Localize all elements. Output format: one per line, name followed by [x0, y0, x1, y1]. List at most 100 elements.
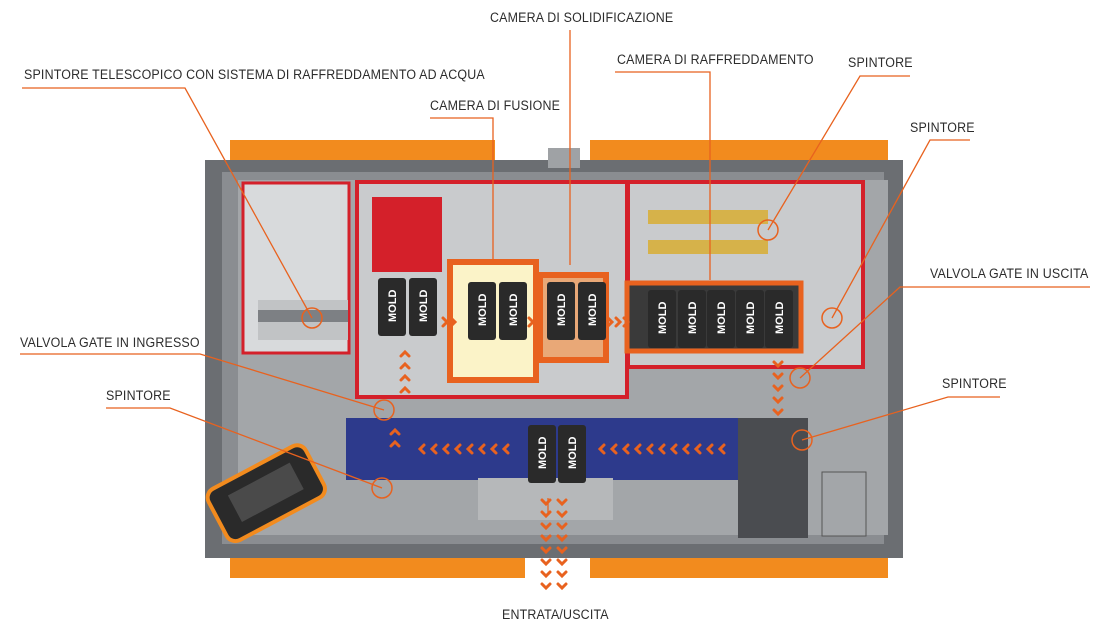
- mold-block: [578, 282, 606, 340]
- label-pusher-top-right: SPINTORE: [848, 55, 913, 70]
- mold-block: [558, 425, 586, 483]
- leader-lines: [20, 30, 1090, 514]
- marker-telescopic: [301, 307, 323, 329]
- mold-label: MOLD: [537, 437, 549, 469]
- flow-chevron: [597, 443, 606, 455]
- mold-label: MOLD: [387, 290, 399, 322]
- top-center-housing: [548, 148, 580, 168]
- star-markers: [301, 219, 843, 499]
- label-cooling-chamber: CAMERA DI RAFFREDDAMENTO: [617, 52, 814, 67]
- flow-chevron: [527, 316, 536, 328]
- flow-chevron: [556, 570, 568, 579]
- flow-chevron: [772, 408, 784, 417]
- label-melting-chamber: CAMERA DI FUSIONE: [430, 98, 561, 113]
- mold-label: MOLD: [657, 302, 669, 334]
- flow-chevron: [540, 582, 552, 591]
- flow-chevron: [540, 510, 552, 519]
- label-telescopic-pusher: SPINTORE TELESCOPICO CON SISTEMA DI RAFF…: [24, 67, 485, 82]
- label-solidification-chamber: CAMERA DI SOLIDIFICAZIONE: [490, 10, 674, 25]
- flow-chevron: [556, 546, 568, 555]
- mold-block: [409, 278, 437, 336]
- mold-label: MOLD: [687, 302, 699, 334]
- cooling-manifold-1: [648, 210, 768, 224]
- flow-chevron: [657, 443, 666, 455]
- marker-gate-in: [373, 399, 395, 421]
- flow-chevron: [681, 443, 690, 455]
- flow-chevron: [609, 443, 618, 455]
- flow-chevron: [556, 558, 568, 567]
- flow-chevron: [556, 582, 568, 591]
- mold-block: [678, 290, 706, 348]
- flow-chevron: [429, 443, 438, 455]
- flow-chevron: [399, 385, 411, 394]
- flow-chevron: [556, 534, 568, 543]
- mold-block: [499, 282, 527, 340]
- marker-pusher-lower: [791, 429, 813, 451]
- flow-chevron: [441, 316, 450, 328]
- flow-chevron: [399, 361, 411, 370]
- flow-chevron: [389, 427, 401, 436]
- flow-chevron: [540, 546, 552, 555]
- flow-chevron: [501, 443, 510, 455]
- red-block: [372, 197, 442, 272]
- mold-block: [528, 425, 556, 483]
- flow-arrows: [389, 316, 784, 591]
- flow-chevron: [477, 443, 486, 455]
- flow-chevron: [772, 384, 784, 393]
- flow-chevron: [772, 372, 784, 381]
- mold-block: [547, 282, 575, 340]
- flow-chevron: [389, 439, 401, 448]
- flow-chevron: [622, 316, 631, 328]
- label-entry-exit: ENTRATA/USCITA: [502, 607, 609, 622]
- flow-chevron: [417, 443, 426, 455]
- marker-pusher-left: [371, 477, 393, 499]
- flow-chevron: [621, 443, 630, 455]
- label-pusher-lower-right: SPINTORE: [942, 376, 1007, 391]
- label-pusher-right: SPINTORE: [910, 120, 975, 135]
- marker-gate-out: [789, 367, 811, 389]
- flow-chevron: [465, 443, 474, 455]
- mold-label: MOLD: [477, 294, 489, 326]
- flow-chevron: [606, 316, 615, 328]
- flow-chevron: [705, 443, 714, 455]
- flow-chevron: [772, 396, 784, 405]
- flow-chevron: [633, 443, 642, 455]
- conveyor-right-frame: [738, 418, 808, 538]
- flow-chevron: [772, 360, 784, 369]
- mold-block: [765, 290, 793, 348]
- entry-plate: [478, 478, 613, 520]
- flow-chevron: [441, 443, 450, 455]
- mold-label: MOLD: [774, 302, 786, 334]
- mold-block: [707, 290, 735, 348]
- mold-block: [468, 282, 496, 340]
- flow-chevron: [693, 443, 702, 455]
- pusher-device: [205, 443, 327, 544]
- flow-chevron: [540, 522, 552, 531]
- side-box: [821, 471, 867, 537]
- mold-label: MOLD: [587, 294, 599, 326]
- flow-chevron: [535, 316, 544, 328]
- mold-block: [378, 278, 406, 336]
- flow-chevron: [556, 522, 568, 531]
- cooling-manifold-2: [648, 240, 768, 254]
- label-inlet-gate-valve: VALVOLA GATE IN INGRESSO: [20, 335, 200, 350]
- flow-chevron: [645, 443, 654, 455]
- flow-chevron: [540, 558, 552, 567]
- flow-chevron: [540, 534, 552, 543]
- mold-block: [648, 290, 676, 348]
- flow-chevron: [556, 498, 568, 507]
- flow-chevron: [399, 373, 411, 382]
- flow-chevron: [717, 443, 726, 455]
- marker-pusher-right: [821, 307, 843, 329]
- mold-block: [736, 290, 764, 348]
- mold-label: MOLD: [745, 302, 757, 334]
- flow-chevron: [399, 349, 411, 358]
- flow-chevron: [556, 510, 568, 519]
- label-outlet-gate-valve: VALVOLA GATE IN USCITA: [930, 266, 1089, 281]
- flow-chevron: [540, 498, 552, 507]
- flow-chevron: [449, 316, 458, 328]
- flow-chevron: [669, 443, 678, 455]
